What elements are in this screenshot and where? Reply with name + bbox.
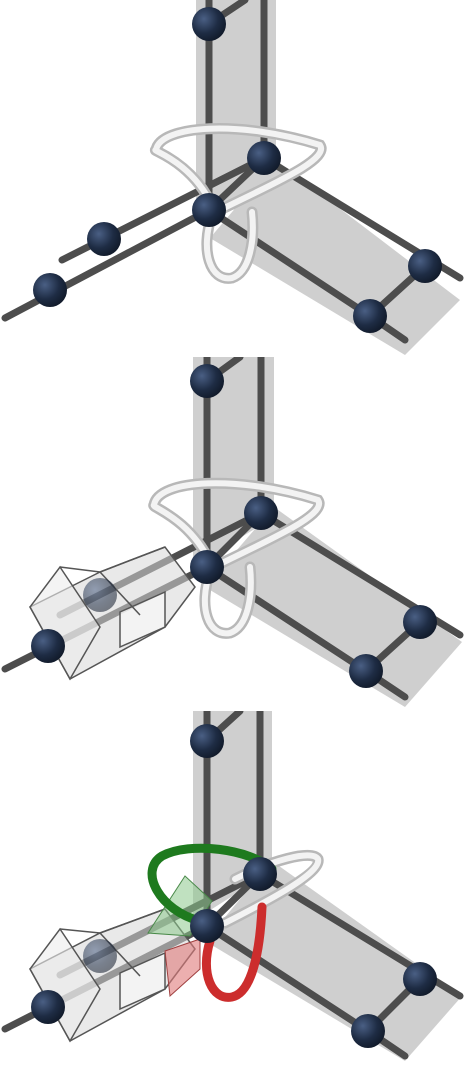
atom [31,629,65,663]
diagram-panel-1 [0,0,464,355]
diagram-panel-3 [0,711,464,1066]
white-ring [150,123,327,284]
atom [83,939,117,973]
atom [349,654,383,688]
molecule-diagram-1 [1,0,464,355]
atom-group [31,724,437,1048]
atom [351,1014,385,1048]
atom [190,550,224,584]
diagram-panel-2 [0,357,464,712]
molecule-diagram-3 [1,711,464,1061]
atom [353,299,387,333]
molecule-diagram-2 [1,357,464,707]
atom [192,193,226,227]
right-plane [205,861,462,1061]
atom [244,496,278,530]
atom [408,249,442,283]
atom [403,962,437,996]
atom-group [33,7,442,333]
hexagonal-prism [28,546,196,681]
atom [33,273,67,307]
right-plane [210,160,460,355]
atom [190,364,224,398]
red-face [164,938,201,998]
right-plane [205,507,462,707]
bond [205,206,374,320]
green-ring [147,843,277,926]
bond [203,563,370,675]
atom [192,7,226,41]
atom [403,605,437,639]
atom [190,909,224,943]
atom [31,990,65,1024]
atom [247,141,281,175]
atom [243,857,277,891]
atom [83,578,117,612]
atom [87,222,121,256]
atom [190,724,224,758]
hexagonal-prism [28,908,196,1043]
white-ring [148,477,325,639]
atom-group [31,364,437,688]
red-ring [202,902,267,1002]
bond [203,922,372,1035]
